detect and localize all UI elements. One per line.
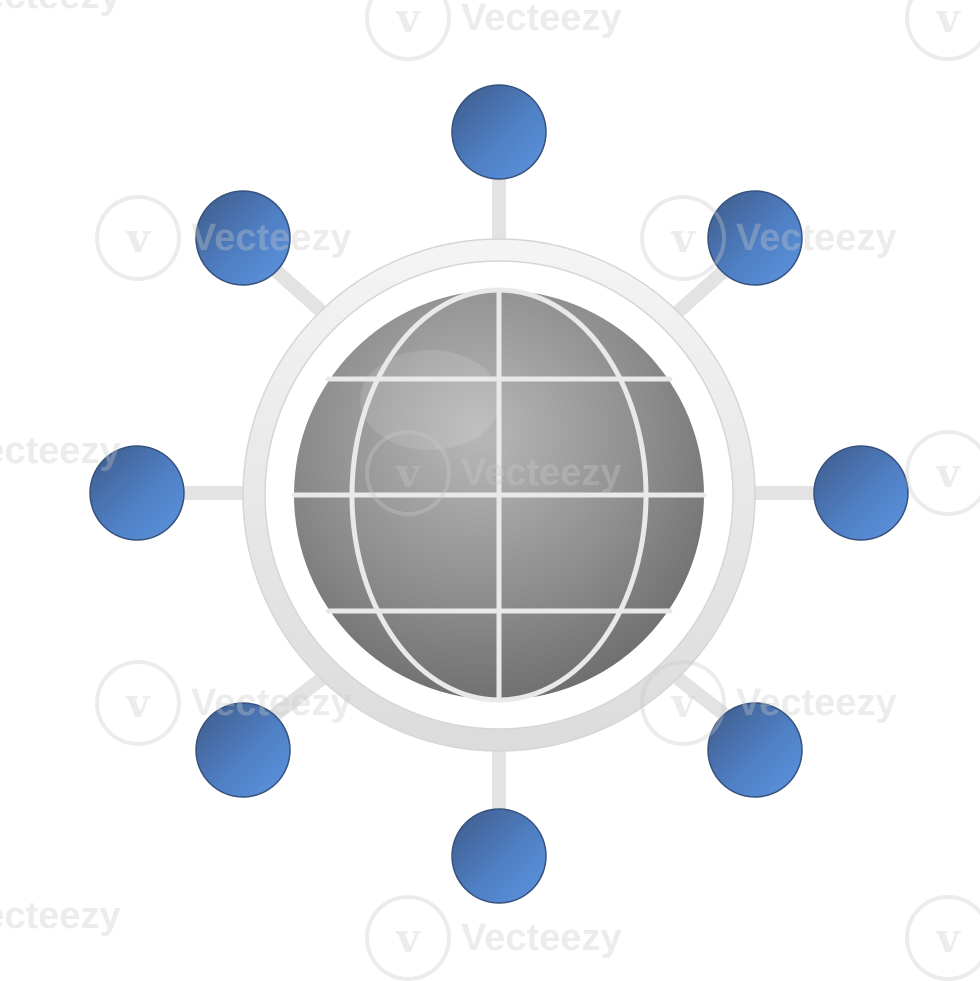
node-right (813, 445, 909, 541)
node-bottom-left (195, 702, 291, 798)
connector-group (178, 168, 822, 822)
node-top (451, 84, 547, 180)
connector-top-right (673, 263, 732, 317)
connector-top-left (268, 263, 327, 317)
connector-bottom-right (673, 673, 732, 722)
node-bottom (451, 808, 547, 904)
globe-icon (291, 287, 707, 703)
node-top-left (195, 190, 291, 286)
network-nodes (89, 84, 909, 904)
node-top-right (707, 190, 803, 286)
connector-bottom-left (268, 673, 327, 722)
outer-ring (243, 239, 755, 751)
node-left (89, 445, 185, 541)
node-bottom-right (707, 702, 803, 798)
